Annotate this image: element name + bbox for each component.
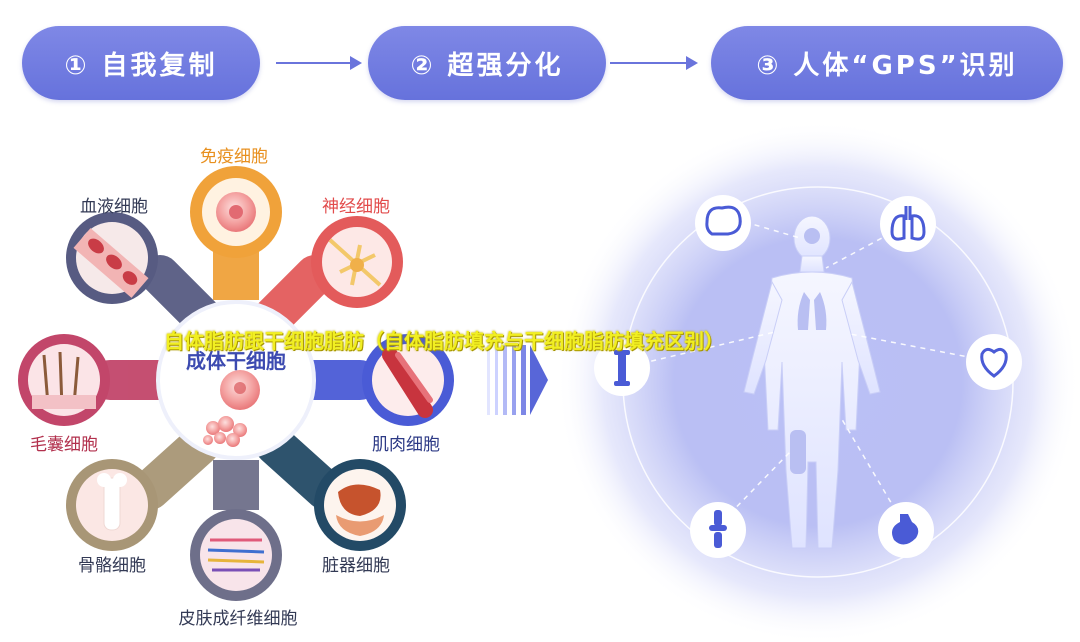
blood-cell-label: 血液细胞	[80, 197, 148, 217]
step-arrow-icon	[276, 56, 362, 70]
small-cells-cluster	[203, 416, 247, 447]
muscle-cell-node	[362, 334, 454, 426]
blood-cell-node	[66, 212, 158, 304]
muscle-cell-label: 肌肉细胞	[372, 435, 440, 455]
brain-icon	[695, 195, 751, 251]
stem-cell-title: 成体干细胞	[186, 349, 286, 373]
knee-joint-icon	[690, 502, 746, 558]
nerve-cell-node	[311, 216, 403, 308]
hair-follicle-cell-label: 毛囊细胞	[30, 435, 98, 455]
human-body-icon	[743, 215, 881, 549]
immune-cell-label: 免疫细胞	[200, 147, 268, 167]
step-differentiation-pill: ② 超强分化	[368, 26, 606, 100]
nerve-cell-label: 神经细胞	[322, 197, 390, 217]
bone-cell-label: 骨骼细胞	[78, 556, 146, 576]
stomach-icon	[878, 502, 934, 558]
article-title-overlay: 自体脂肪跟干细胞脂肪（自体脂肪填充与干细胞脂肪填充区别）	[164, 329, 724, 353]
organ-cell-node	[314, 459, 406, 551]
hair-follicle-node	[18, 334, 110, 426]
organ-cell-label: 脏器细胞	[322, 556, 390, 576]
immune-cell-node	[190, 166, 282, 258]
bone-cell-node	[66, 459, 158, 551]
bone-icon	[594, 340, 650, 396]
heart-icon	[966, 334, 1022, 390]
skin-fibroblast-cell-label: 皮肤成纤维细胞	[178, 609, 298, 629]
skin-fibroblast-node	[190, 509, 282, 601]
step-self-replication-pill: ① 自我复制	[22, 26, 260, 100]
lungs-icon	[880, 196, 936, 252]
chevron-arrow-icon	[487, 345, 548, 415]
step-arrow-icon	[610, 56, 698, 70]
step-gps-recognition-pill: ③ 人体“GPS”识别	[711, 26, 1063, 100]
